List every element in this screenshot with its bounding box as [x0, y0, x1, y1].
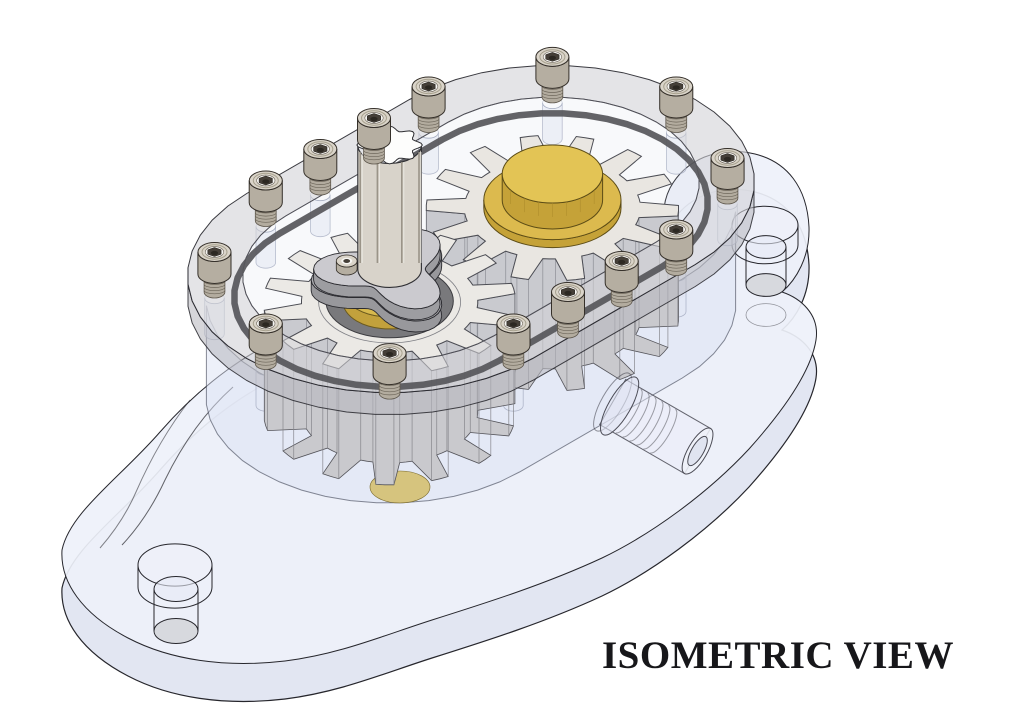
hub-boss — [501, 144, 604, 230]
outlet-port — [593, 372, 714, 475]
view-label: ISOMETRIC VIEW — [602, 634, 954, 677]
retainer-screw — [335, 254, 358, 276]
screw-head — [551, 282, 585, 324]
cap-screw — [604, 251, 639, 308]
cap-screw — [496, 313, 531, 370]
cap-screw — [551, 282, 585, 339]
cap-screw — [248, 313, 283, 370]
cap-screw — [357, 108, 391, 165]
cap-screw — [659, 219, 694, 276]
cap-screw — [248, 170, 283, 227]
cap-screw — [710, 148, 745, 205]
mounting-hole-left — [137, 543, 213, 645]
cap-screw — [372, 343, 407, 400]
cap-screw — [197, 242, 232, 299]
cap-screw — [659, 76, 694, 133]
cap-screw — [303, 139, 338, 196]
shaft-body — [357, 144, 422, 288]
brass-hub — [483, 144, 622, 249]
screw-head — [303, 139, 338, 181]
o-ring-seal — [231, 110, 711, 390]
cap-screw — [411, 76, 446, 133]
cap-screw — [535, 46, 570, 104]
